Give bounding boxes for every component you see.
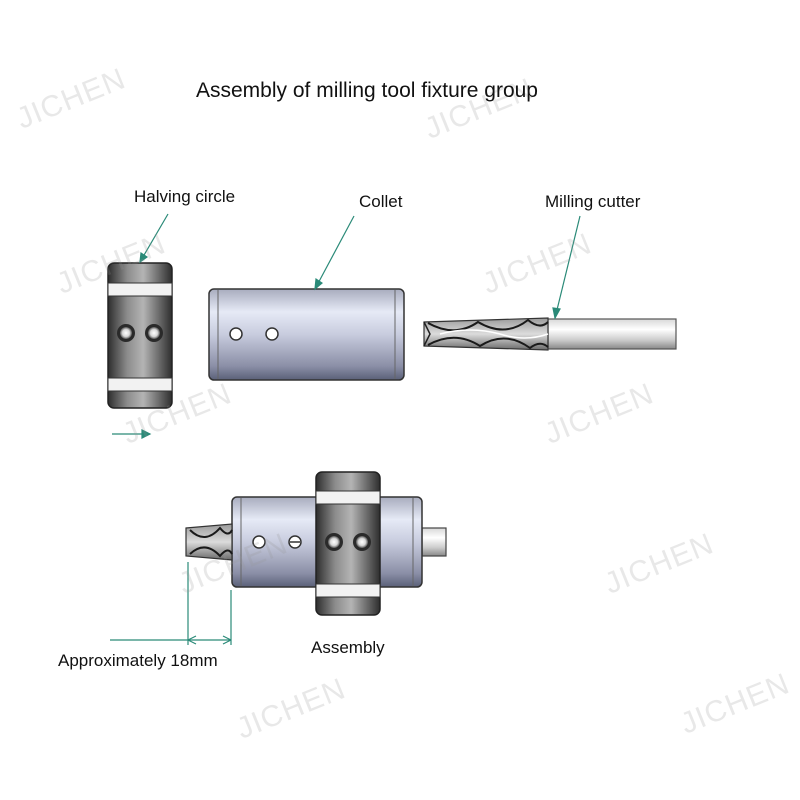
milling-cutter-label: Milling cutter [545,192,641,211]
screw-hole-icon [353,533,371,551]
collet-hole-icon [265,327,279,341]
halving-circle-label: Halving circle [134,187,236,206]
screw-hole-icon [117,324,135,342]
dimension-lines [110,562,232,645]
assembly-part [185,471,447,616]
assembly-label: Assembly [311,638,385,657]
collet-part [208,288,405,381]
collet-label: Collet [359,192,403,211]
halving-circle-part [107,262,173,409]
dimension-label: Approximately 18mm [58,651,218,670]
screw-hole-icon [325,533,343,551]
leader-lines [112,213,581,439]
milling-cutter-part [423,317,677,351]
collet-hole-icon [229,327,243,341]
diagram-title: Assembly of milling tool fixture group [196,79,538,102]
screw-hole-icon [145,324,163,342]
